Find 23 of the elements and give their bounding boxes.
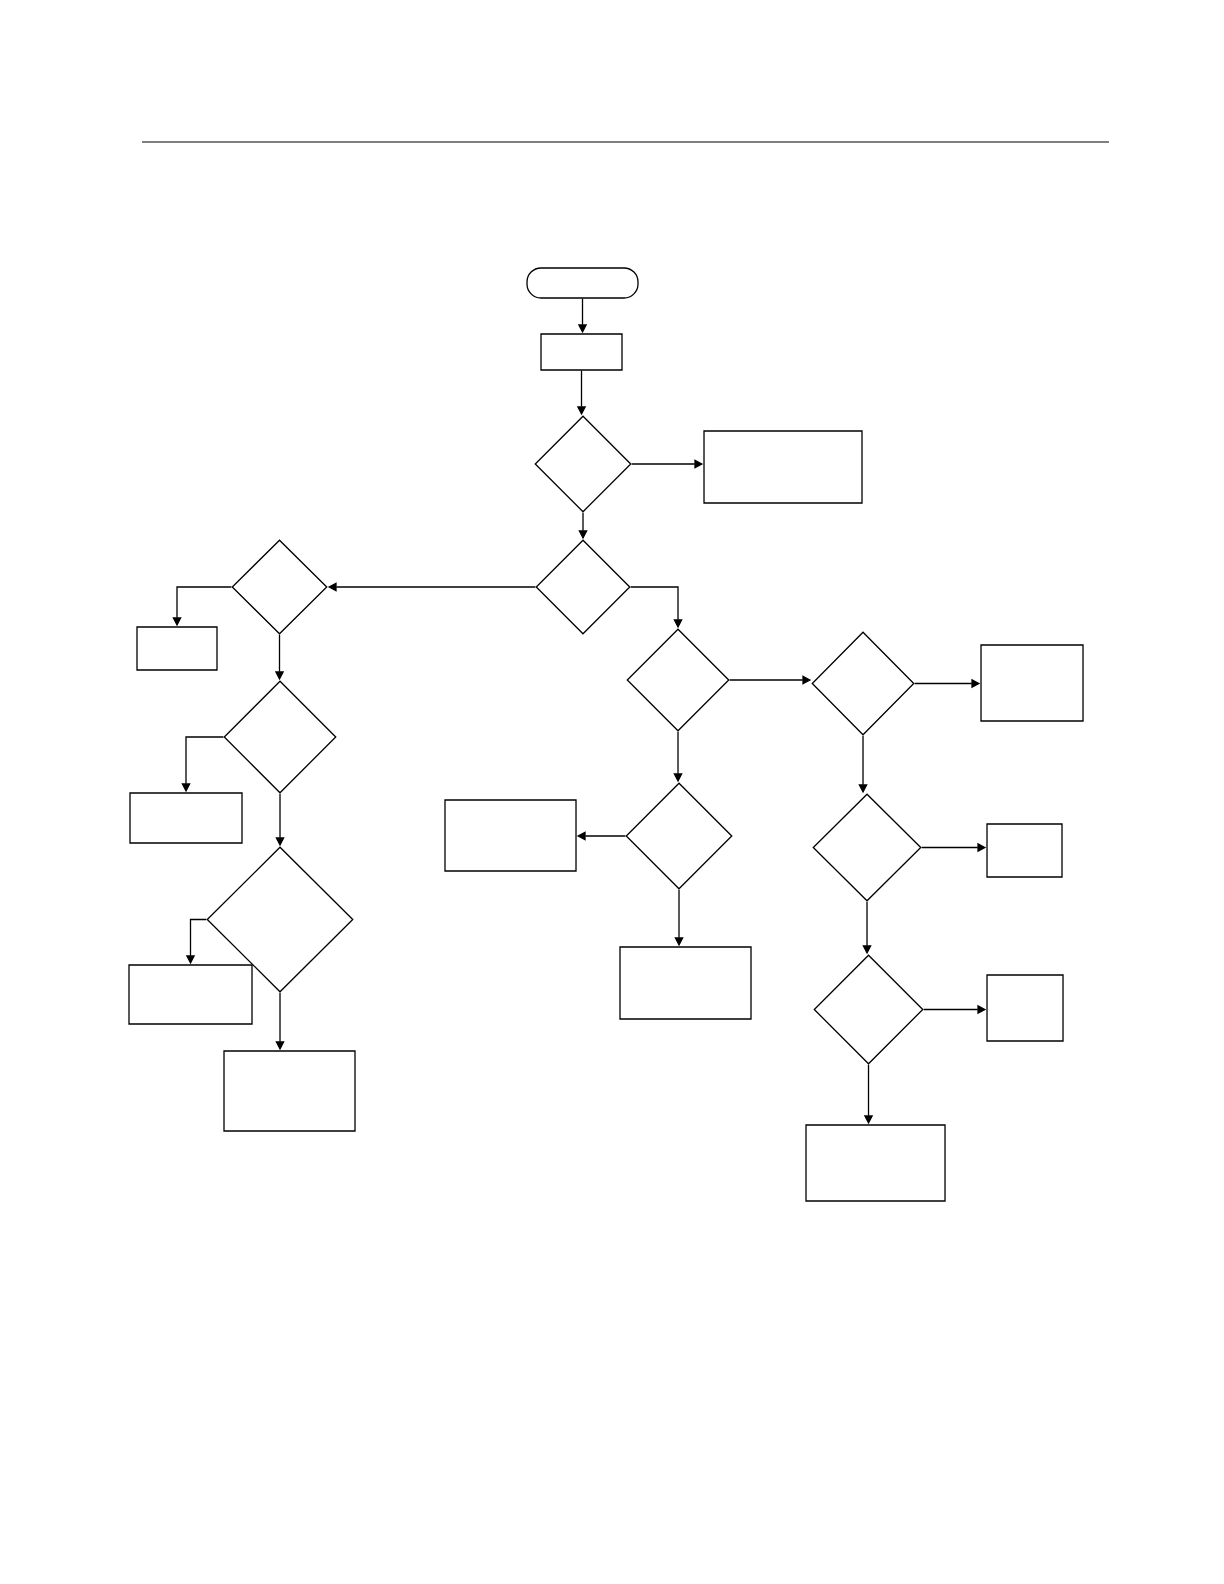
process-box (986, 823, 1063, 878)
process-box (805, 1124, 946, 1202)
terminal-pill (526, 267, 639, 299)
decision-diamond (223, 680, 337, 794)
process-box (703, 430, 863, 504)
process-box (619, 946, 752, 1020)
process-box (129, 792, 243, 844)
decision-diamond (534, 415, 632, 513)
decision-diamond (625, 782, 733, 890)
decision-diamond (811, 631, 915, 736)
decision-diamond (626, 628, 730, 732)
process-box (540, 333, 623, 371)
process-box (128, 964, 253, 1025)
decision-diamond (812, 793, 922, 902)
process-box (986, 974, 1064, 1042)
process-box (980, 644, 1084, 722)
process-box (223, 1050, 356, 1132)
process-box (136, 626, 218, 671)
decision-diamond (231, 539, 328, 635)
decision-diamond (813, 954, 924, 1065)
process-box (444, 799, 577, 872)
decision-diamond (535, 539, 631, 635)
decision-diamond (206, 846, 354, 993)
